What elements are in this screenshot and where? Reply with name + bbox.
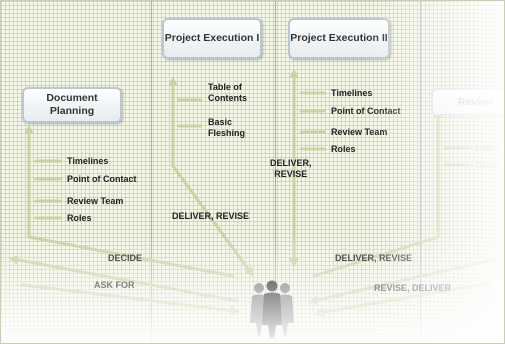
client-people-icon <box>250 280 294 339</box>
phase-project-execution-1: Project Execution I <box>162 18 262 59</box>
phase-document-planning: Document Planning <box>22 87 122 123</box>
exec2-task: Review Team <box>331 127 388 137</box>
phase-label: Document Planning <box>46 92 98 117</box>
exec2-task: Point of Contact <box>331 106 401 116</box>
phase-review: Review <box>431 88 504 116</box>
flow-label-deliver-revise: DELIVER, REVISE <box>335 253 413 263</box>
exec1-task: Basic Fleshing <box>208 117 246 138</box>
arrow-review-deliver <box>308 257 498 305</box>
flow-label-decide: DECIDE <box>108 253 143 263</box>
flow-label-revise-deliver: REVISE, DELIVER <box>374 283 452 293</box>
flow-label-deliver-revise: DELIVER, REVISE <box>172 211 250 221</box>
flow-label-deliver-revise-stacked: DELIVER, REVISE <box>270 158 312 179</box>
exec2-task: Timelines <box>331 88 373 98</box>
planning-task: Point of Contact <box>67 174 137 184</box>
phase-label: Project Execution II <box>290 32 388 44</box>
flow-label-ask-for: ASK FOR <box>94 280 135 290</box>
planning-task: Review Team <box>67 196 124 206</box>
review-task: Client <box>475 160 501 170</box>
exec1-task: Table of Contents <box>208 82 247 103</box>
planning-task: Timelines <box>67 156 109 166</box>
review-task: Intern <box>475 143 501 153</box>
planning-task: Roles <box>67 213 92 223</box>
phase-label: Project Execution I <box>164 32 260 44</box>
exec2-task: Roles <box>331 144 356 154</box>
client-label: Client <box>257 335 278 344</box>
phase-project-execution-2: Project Execution II <box>288 18 390 59</box>
phase-label: Review <box>457 95 495 108</box>
